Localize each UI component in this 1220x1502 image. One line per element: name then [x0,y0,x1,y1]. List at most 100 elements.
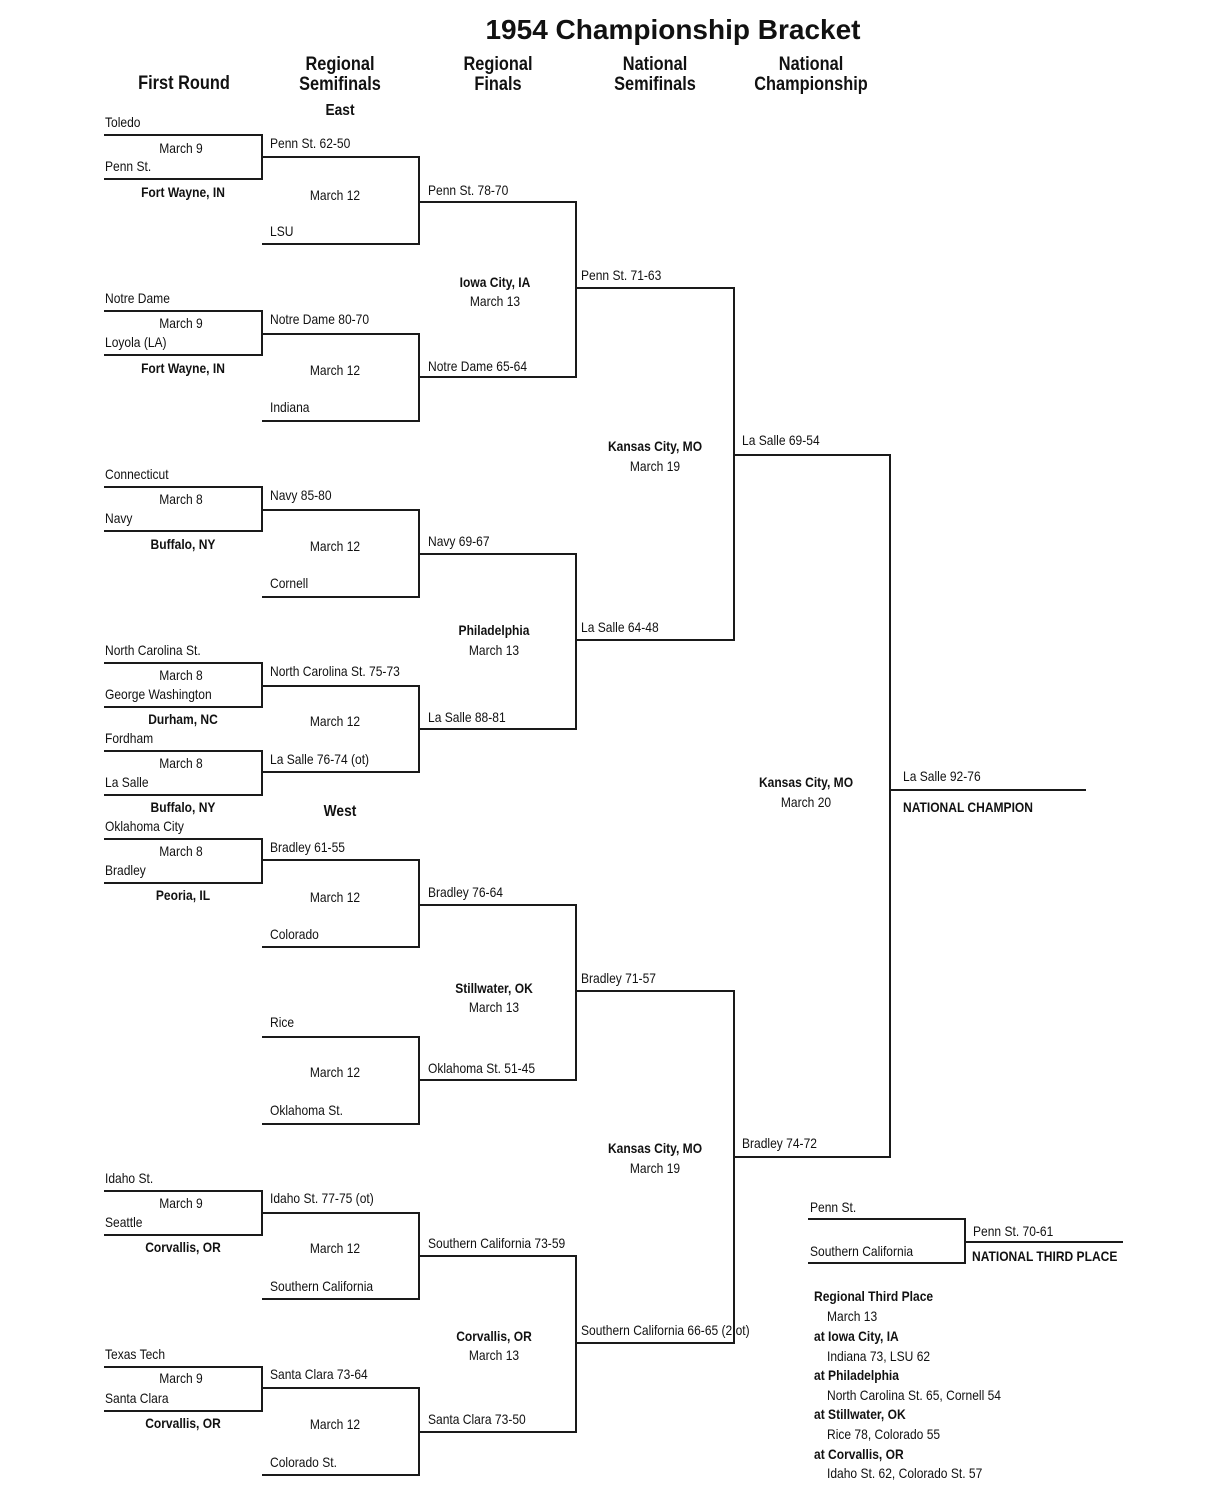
game-date: March 13 [468,1347,520,1363]
first-round-team: Toledo [105,114,141,130]
game-date: March 12 [309,889,361,905]
game-date: March 13 [468,642,520,658]
national-champion-label: NATIONAL CHAMPION [903,799,1033,815]
bracket-line [733,287,735,641]
bracket-line [104,486,262,488]
game-date: March 12 [309,1240,361,1256]
regional-semi-team: Navy 85-80 [270,487,332,503]
bracket-line [419,553,576,555]
regional-third-result: North Carolina St. 65, Cornell 54 [827,1387,1002,1403]
bracket-line [104,178,262,180]
third-place-team: Penn St. [810,1199,857,1215]
game-date: March 12 [309,538,361,554]
header-national-semis-1: National [622,54,688,75]
game-date: March 8 [159,843,203,859]
bracket-line [262,859,419,861]
game-site: Buffalo, NY [150,536,216,552]
bracket-line [419,1255,576,1257]
regional-semi-team: Notre Dame 80-70 [270,311,370,327]
bracket-line [262,156,419,158]
game-date: March 13 [469,293,521,309]
game-site: Stillwater, OK [455,980,533,996]
bracket-line [575,201,577,378]
regional-semi-team: North Carolina St. 75-73 [270,663,400,679]
first-round-team: George Washington [105,686,212,702]
bracket-line [891,789,1086,791]
first-round-team: Seattle [105,1214,143,1230]
game-site: Corvallis, OR [456,1328,532,1344]
header-championship-1: National [778,54,844,75]
header-championship-2: Championship [754,74,868,95]
bracket-line [104,354,262,356]
championship-team: Bradley 74-72 [742,1135,817,1151]
bracket-line [262,1474,419,1476]
bracket-line [262,685,419,687]
regional-semi-team: LSU [270,223,294,239]
regional-final-team: Navy 69-67 [428,533,490,549]
first-round-team: Loyola (LA) [105,334,167,350]
third-place-result: Penn St. 70-61 [973,1223,1054,1239]
bracket-line [576,287,734,289]
bracket-line [419,1079,576,1081]
bracket-line [808,1218,965,1220]
bracket-line [734,1156,891,1158]
bracket-line [889,454,891,1158]
bracket-line [262,771,419,773]
game-site: Iowa City, IA [459,274,531,290]
regional-semi-team: Idaho St. 77-75 (ot) [270,1190,374,1206]
bracket-line [418,859,420,948]
bracket-line [262,243,419,245]
game-site: Durham, NC [148,711,218,727]
game-site: Fort Wayne, IN [141,184,225,200]
bracket-line [262,596,419,598]
regional-third-result: Idaho St. 62, Colorado St. 57 [827,1465,983,1481]
regional-semi-team: Oklahoma St. [270,1102,343,1118]
game-site: Philadelphia [458,622,530,638]
bracket-line [104,1190,262,1192]
bracket-line [575,1255,577,1433]
region-west-label: West [323,803,357,820]
game-site: Corvallis, OR [145,1415,221,1431]
bracket-line [104,530,262,532]
header-first-round: First Round [138,73,230,94]
regional-semi-team: Penn St. 62-50 [270,135,351,151]
regional-semi-team: La Salle 76-74 (ot) [270,751,370,767]
bracket-line [733,990,735,1344]
first-round-team: Fordham [105,730,154,746]
game-date: March 9 [159,1195,203,1211]
first-round-team: La Salle [105,774,149,790]
bracket-line [261,750,263,796]
first-round-team: Penn St. [105,158,152,174]
bracket-line [261,1366,263,1412]
first-round-team: North Carolina St. [105,642,201,658]
game-date: March 9 [159,140,203,156]
national-third-place-label: NATIONAL THIRD PLACE [972,1248,1118,1264]
bracket-line [104,662,262,664]
bracket-line [104,1234,262,1236]
bracket-line [419,201,576,203]
game-site: Corvallis, OR [145,1239,221,1255]
regional-third-result: Indiana 73, LSU 62 [827,1348,931,1364]
bracket-line [262,1387,419,1389]
bracket-line [262,1298,419,1300]
bracket-line [104,310,262,312]
regional-final-team: Southern California 73-59 [428,1235,566,1251]
bracket-line [262,509,419,511]
bracket-line [418,156,420,245]
bracket-line [262,1212,419,1214]
bracket-line [104,1410,262,1412]
header-regional-semis-1: Regional [305,54,375,75]
regional-third-result: Rice 78, Colorado 55 [827,1426,941,1442]
game-date: March 9 [159,315,203,331]
page-title: 1954 Championship Bracket [485,14,861,45]
game-site: Kansas City, MO [758,774,854,790]
bracket-line [104,750,262,752]
bracket-line [262,1036,419,1038]
regional-third-heading: Regional Third Place [814,1288,934,1304]
game-date: March 9 [159,1370,203,1386]
bracket-line [104,882,262,884]
game-date: March 8 [159,491,203,507]
game-date: March 19 [629,1160,681,1176]
regional-third-site: at Corvallis, OR [814,1446,904,1462]
regional-semi-team: Colorado [270,926,319,942]
